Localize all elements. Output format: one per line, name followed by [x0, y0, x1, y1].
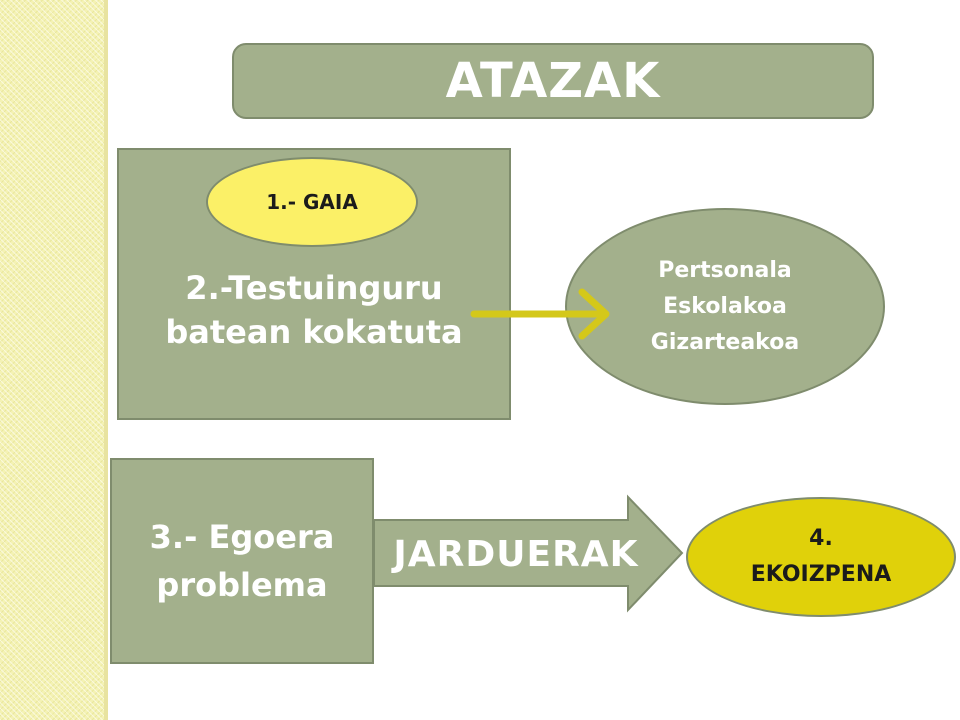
context-types-ellipse: Pertsonala Eskolakoa Gizarteakoa: [565, 208, 885, 405]
product-label-line-2: EKOIZPENA: [750, 562, 892, 587]
product-ellipse: 4. EKOIZPENA: [686, 497, 956, 617]
problem-box-line-2: problema: [156, 566, 328, 604]
problem-box: 3.- Egoera problema: [110, 458, 374, 664]
side-strip-edge: [104, 0, 108, 720]
decorative-side-strip: [0, 0, 104, 720]
product-label-line-1: 4.: [809, 526, 833, 551]
context-type-personal: Pertsonala: [658, 257, 792, 283]
problem-box-line-1: 3.- Egoera: [149, 518, 335, 556]
activities-block-arrow: [373, 494, 684, 613]
page-title: ATAZAK: [445, 53, 661, 109]
connector-arrow-icon: [470, 288, 610, 340]
topic-ellipse: 1.- GAIA: [206, 157, 418, 247]
activities-label: JARDUERAK: [393, 533, 639, 575]
context-box-line-1: 2.-Testuinguru: [185, 269, 443, 307]
context-box-line-2: batean kokatuta: [165, 313, 463, 351]
title-banner: ATAZAK: [232, 43, 874, 119]
context-type-school: Eskolakoa: [663, 293, 787, 319]
context-type-social: Gizarteakoa: [650, 329, 800, 355]
topic-label: 1.- GAIA: [266, 190, 358, 214]
